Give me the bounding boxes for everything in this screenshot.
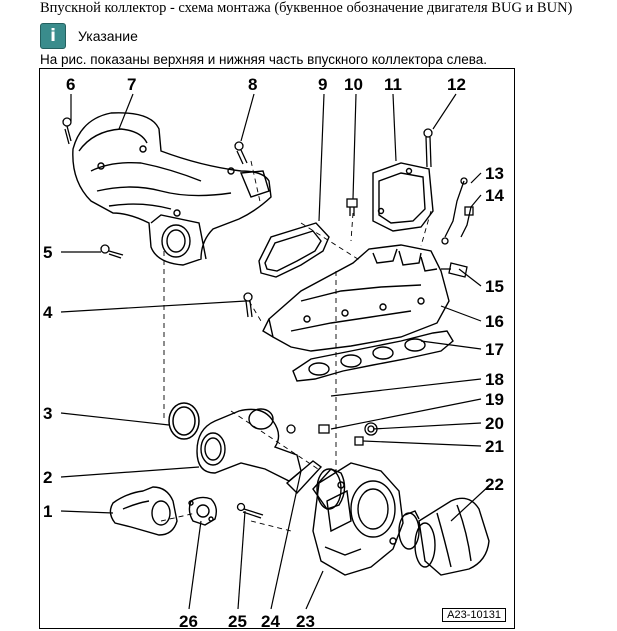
- diagram-drawing: 6 7 8 9 10 11 12 13 14 15 16 17 18 19 20…: [43, 75, 504, 628]
- callout-15: 15: [485, 277, 504, 296]
- callout-14: 14: [485, 186, 504, 205]
- callout-6: 6: [66, 75, 75, 94]
- connecting-pipe-2: [196, 408, 302, 482]
- callout-4: 4: [43, 303, 53, 322]
- callout-1: 1: [43, 502, 52, 521]
- callout-19: 19: [485, 390, 504, 409]
- flange-pipe-1: [109, 486, 178, 536]
- callout-25: 25: [228, 612, 247, 628]
- lower-intake-manifold-16: [262, 244, 450, 352]
- callout-3: 3: [43, 404, 52, 423]
- callout-20: 20: [485, 414, 504, 433]
- callout-17: 17: [485, 340, 504, 359]
- throttle-module-23: [312, 462, 404, 576]
- note-label: Указание: [78, 28, 138, 44]
- note-row: i Указание: [40, 23, 138, 49]
- callout-12: 12: [447, 75, 466, 94]
- callout-24: 24: [261, 612, 280, 628]
- callout-8: 8: [248, 75, 257, 94]
- callout-13: 13: [485, 164, 504, 183]
- callout-21: 21: [485, 437, 504, 456]
- callout-labels: 6 7 8 9 10 11 12 13 14 15 16 17 18 19 20…: [43, 75, 504, 628]
- bolt-8: [234, 141, 248, 165]
- gasket-17: [292, 330, 454, 382]
- figure-reference: A23-10131: [442, 608, 506, 622]
- callout-10: 10: [344, 75, 363, 94]
- callout-26: 26: [179, 612, 198, 628]
- info-icon: i: [40, 23, 66, 49]
- callout-5: 5: [43, 243, 52, 262]
- assembly-guides: [160, 160, 432, 532]
- o-ring-3: [168, 402, 200, 440]
- bolt-12: [423, 128, 433, 168]
- linkage-13-14: [441, 177, 474, 245]
- callout-7: 7: [127, 75, 136, 94]
- bolt-25: [236, 502, 264, 519]
- callout-9: 9: [318, 75, 327, 94]
- hose-clamp: [398, 510, 420, 550]
- callout-2: 2: [43, 468, 52, 487]
- bolt-5: [100, 244, 124, 259]
- callout-18: 18: [485, 370, 504, 389]
- intake-hose-22: [414, 497, 490, 576]
- actuator-11: [372, 162, 434, 232]
- bolt-4: [243, 292, 253, 318]
- callout-16: 16: [485, 312, 504, 331]
- gasket-9: [258, 222, 330, 278]
- bolt-6: [62, 117, 72, 145]
- leader-lines: [60, 93, 492, 610]
- callout-11: 11: [384, 75, 402, 94]
- sensor-15: [441, 262, 468, 278]
- seal-26: [188, 496, 218, 526]
- callout-22: 22: [485, 475, 504, 494]
- exploded-diagram: 6 7 8 9 10 11 12 13 14 15 16 17 18 19 20…: [39, 68, 515, 629]
- stud-10: [346, 198, 358, 216]
- small-parts-18-21: [286, 422, 378, 446]
- note-text: На рис. показаны верхняя и нижняя часть …: [40, 52, 488, 67]
- gasket-24: [285, 460, 346, 510]
- page-title: Впускной коллектор - схема монтажа (букв…: [40, 0, 573, 16]
- upper-intake-manifold-7: [72, 112, 272, 266]
- callout-23: 23: [296, 612, 315, 628]
